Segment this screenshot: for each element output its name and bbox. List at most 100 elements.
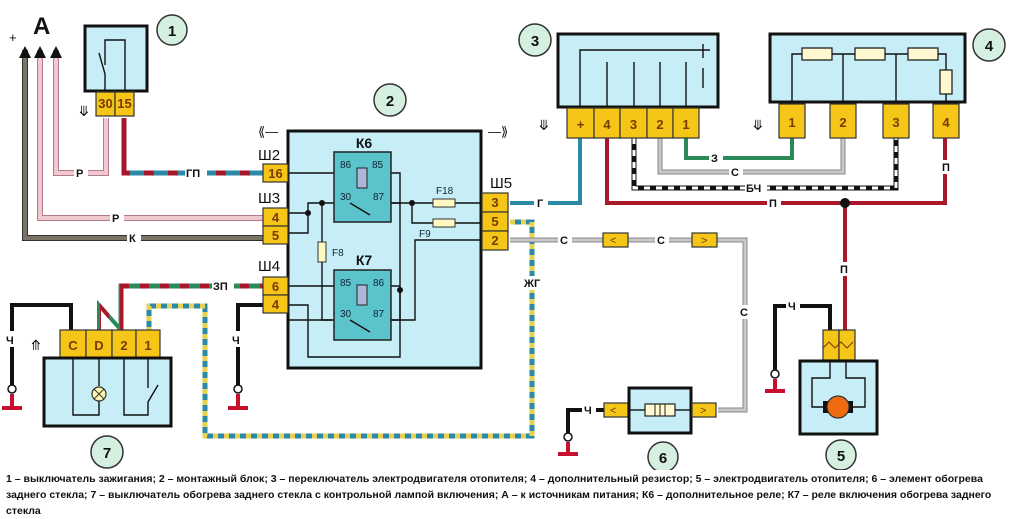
c3-pin-2: 2 — [656, 117, 663, 132]
sh2-pin-16: 16 — [268, 166, 282, 181]
wire-ch-c7 — [10, 303, 73, 392]
connector-symbol-icon: ⤋ — [752, 117, 764, 133]
heater-motor: 5 — [798, 329, 879, 470]
component-number-5: 5 — [837, 448, 845, 465]
component-number-4: 4 — [985, 38, 994, 55]
c7-pin-2: 2 — [120, 338, 127, 353]
fuse-f9-label: F9 — [419, 229, 431, 240]
sh3-pin-4: 4 — [272, 210, 280, 225]
wire-label: З — [711, 153, 718, 165]
wire-label: С — [657, 235, 665, 247]
connector-left-icon: < — [610, 405, 616, 417]
k7-pin-30: 30 — [340, 309, 352, 320]
c4-pin-2: 2 — [839, 115, 846, 130]
k7-pin-86: 86 — [373, 278, 385, 289]
inline-connector — [602, 232, 629, 248]
rear-window-heater: < > 6 — [603, 386, 717, 470]
connector-symbol-icon: ⤋ — [538, 117, 550, 133]
fuse-f8 — [317, 241, 327, 263]
wiring-diagram: 30 15 1 ⤋ A + ⟪— —⟫ 2 К6 86 — [2, 13, 1006, 470]
block-sh5-label: Ш5 — [490, 175, 512, 192]
block-sh4-label: Ш4 — [258, 258, 280, 275]
sh4-pin-6: 6 — [272, 279, 279, 294]
additional-resistor: 1 2 3 4 4 ⤋ — [752, 28, 1006, 139]
wire-label: С — [740, 307, 748, 319]
relay-k7-label: К7 — [356, 252, 373, 268]
wire-k — [22, 50, 270, 241]
wire-z — [684, 138, 794, 160]
component-number-6: 6 — [659, 450, 667, 467]
k6-pin-85: 85 — [372, 160, 384, 171]
diagram-caption: 1 – выключатель зажигания; 2 – монтажный… — [6, 473, 992, 517]
wire-label: БЧ — [746, 183, 761, 195]
component-number-3: 3 — [531, 33, 539, 50]
wire-label: П — [769, 198, 777, 210]
wire-label: П — [942, 162, 950, 174]
ignition-switch: 30 15 1 ⤋ — [78, 14, 188, 119]
fuse-f8-label: F8 — [332, 248, 344, 259]
block-sh3-label: Ш3 — [258, 190, 280, 207]
sh5-pin-3: 3 — [491, 195, 498, 210]
c7-pin-1: 1 — [144, 338, 151, 353]
c4-pin-4: 4 — [942, 115, 950, 130]
c3-pin-plus: + — [577, 117, 585, 132]
wire-p-3 — [605, 138, 845, 205]
wire-label: П — [840, 264, 848, 276]
c4-pin-3: 3 — [892, 115, 899, 130]
connector-right-icon: —⟫ — [488, 124, 508, 139]
wire-label: Р — [112, 213, 119, 225]
plus-sign: + — [9, 30, 17, 45]
connector-symbol-icon: ⤊ — [30, 337, 42, 353]
connector-left-icon: ⟪— — [258, 124, 278, 139]
heater-switch: + 4 3 2 1 3 ⤋ — [518, 23, 720, 139]
connector-right-icon: > — [701, 235, 707, 247]
sh5-pin-5: 5 — [491, 214, 498, 229]
pin-15: 15 — [117, 96, 131, 111]
pin-30: 30 — [98, 96, 112, 111]
c3-pin-1: 1 — [682, 117, 689, 132]
c3-pin-3: 3 — [630, 117, 637, 132]
component-number-2: 2 — [386, 93, 394, 110]
k6-pin-30: 30 — [340, 192, 352, 203]
heater-switch-pins: + 4 3 2 1 — [566, 107, 700, 139]
c4-pin-1: 1 — [788, 115, 795, 130]
rear-heater-switch: C D 2 1 7 ⤊ — [30, 329, 173, 469]
component-number-7: 7 — [103, 445, 111, 462]
inline-connector — [691, 232, 718, 248]
motor-icon — [826, 395, 850, 419]
wire-label: Ч — [232, 335, 240, 347]
connector-right-icon: > — [700, 405, 706, 417]
k6-pin-87: 87 — [373, 192, 385, 203]
fuse-f18-label: F18 — [436, 186, 454, 197]
k7-pin-87: 87 — [373, 309, 385, 320]
c7-pin-c: C — [68, 338, 78, 353]
wire-label: Ч — [584, 405, 592, 417]
wire-label: ЗП — [213, 281, 228, 293]
sh4-pin-4: 4 — [272, 297, 280, 312]
connector-symbol-icon: ⤋ — [78, 103, 90, 119]
wire-p-4 — [845, 138, 947, 205]
wire-bch — [631, 138, 899, 191]
arrow-up-icon — [50, 46, 62, 58]
wire-ch-sh4 — [236, 303, 268, 392]
sh3-pin-5: 5 — [272, 228, 279, 243]
wire-label: Ч — [788, 301, 796, 313]
component-number-1: 1 — [168, 23, 176, 40]
arrow-up-icon — [19, 46, 31, 58]
relay-k6-label: К6 — [356, 135, 373, 151]
c7-pin-d: D — [94, 338, 103, 353]
wire-label: Ч — [6, 335, 14, 347]
wire-g — [510, 138, 582, 205]
k7-pin-85: 85 — [340, 278, 352, 289]
block-sh2-label: Ш2 — [258, 147, 280, 164]
wire-gp — [121, 118, 268, 176]
arrow-up-icon — [34, 46, 46, 58]
fuse-f9 — [432, 218, 456, 228]
wire-r-main — [37, 50, 270, 221]
wire-label: С — [560, 235, 568, 247]
power-source-a: A + — [9, 13, 62, 58]
wire-label: К — [129, 233, 136, 245]
c3-pin-4: 4 — [603, 117, 611, 132]
connector-left-icon: < — [610, 235, 616, 247]
sh5-pin-2: 2 — [491, 233, 498, 248]
